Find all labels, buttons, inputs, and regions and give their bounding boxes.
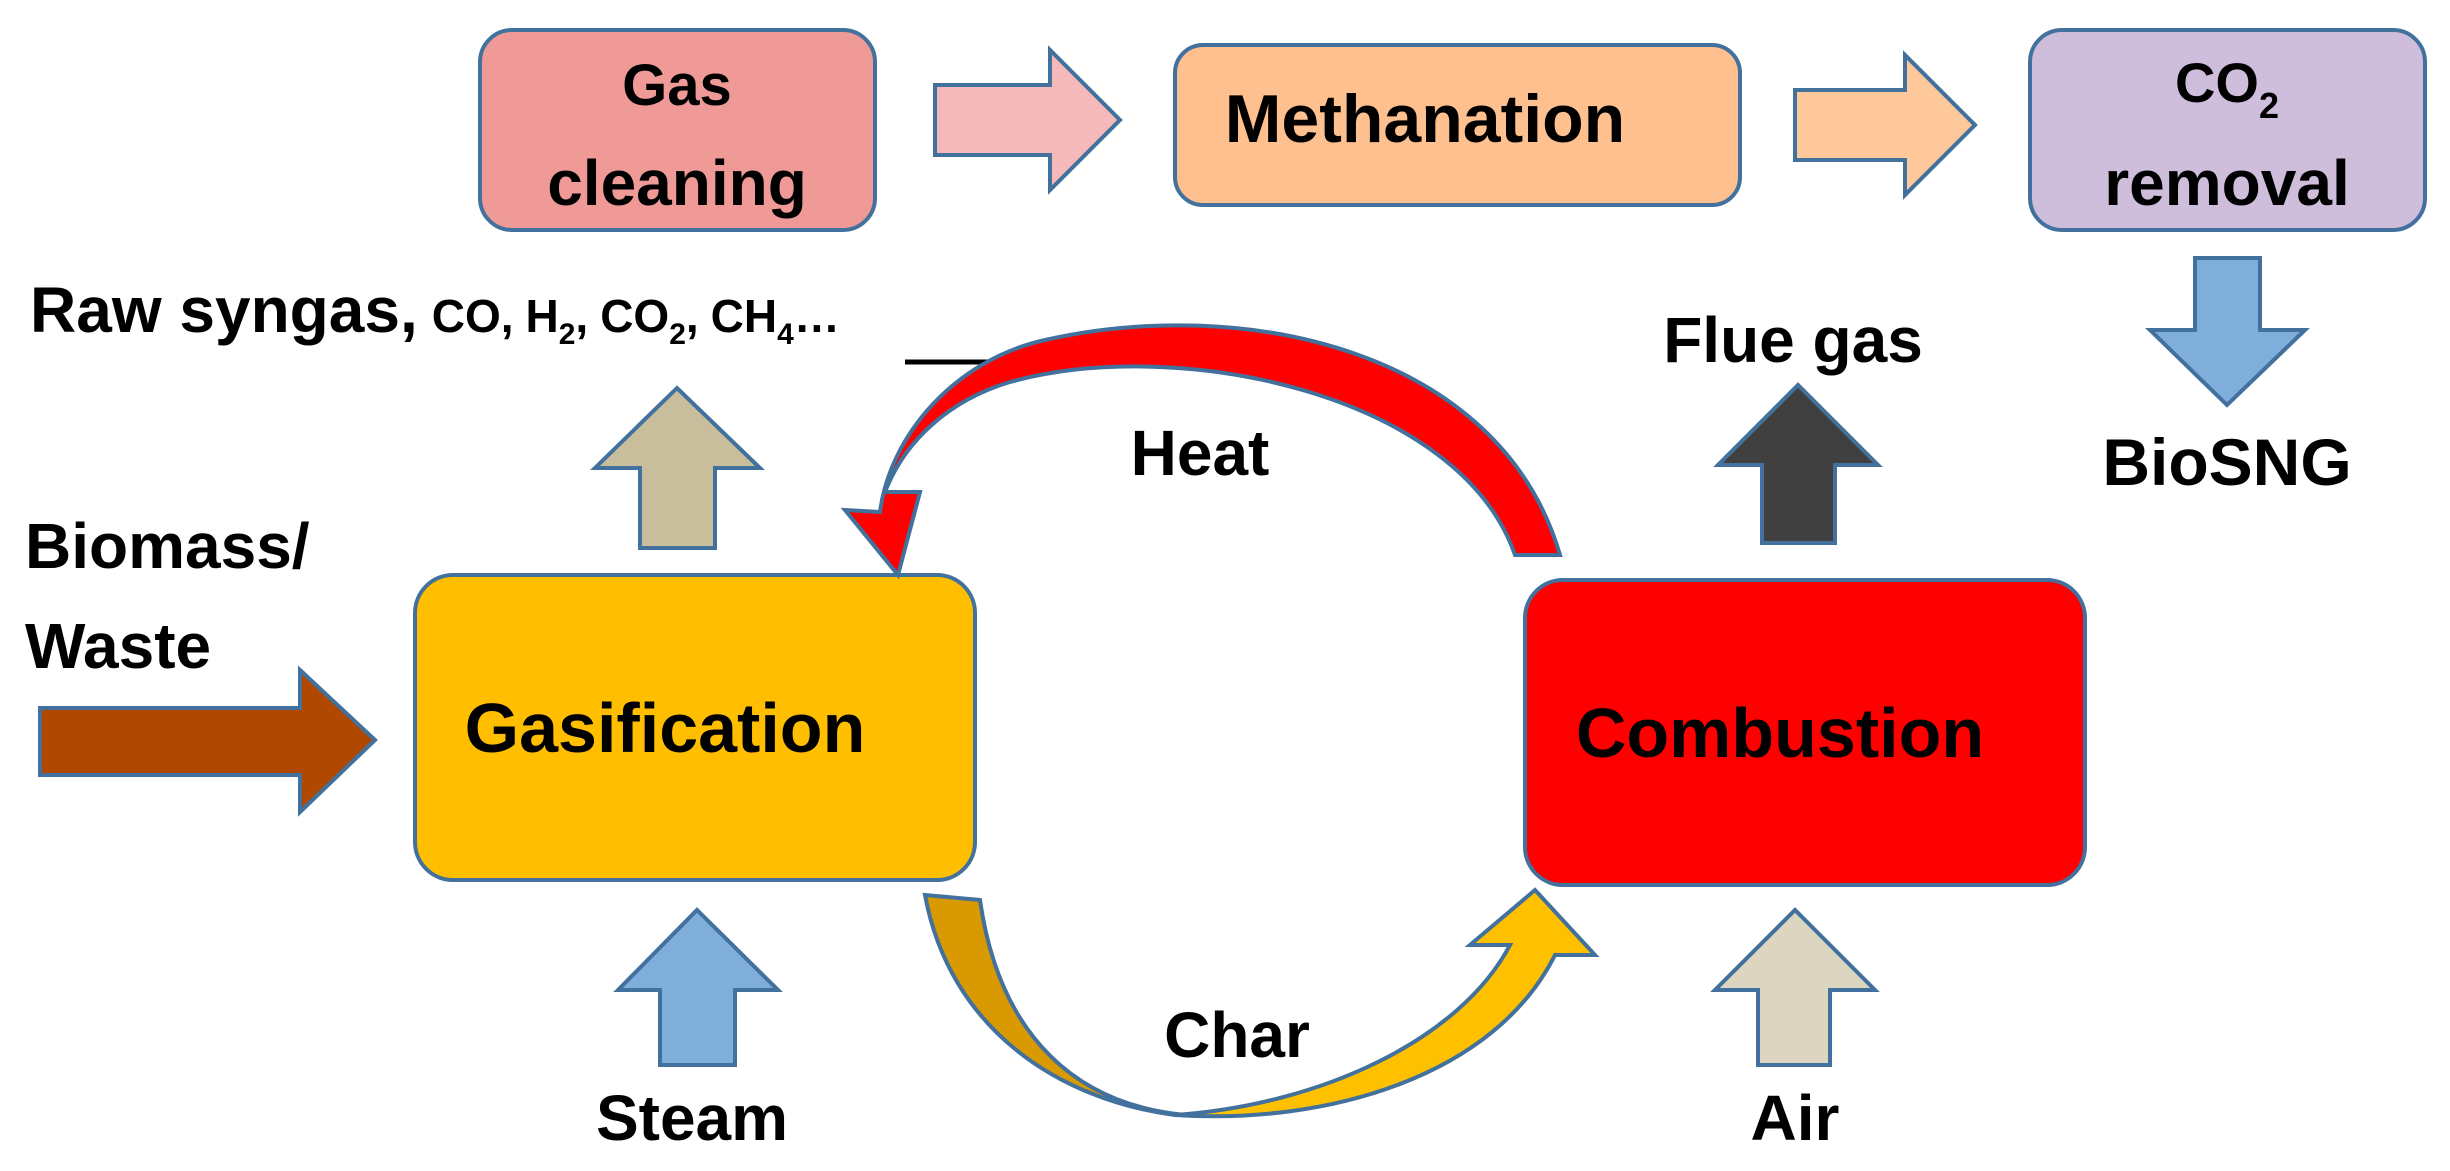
gasification-box xyxy=(413,573,977,882)
co2-removal-label-line1: CO2 xyxy=(2175,51,2279,126)
raw-syngas-label: Raw syngas,CO,H2,CO2,CH4… xyxy=(30,274,840,351)
arrow-to-biosng xyxy=(2145,256,2310,408)
gas-cleaning-label-line2: cleaning xyxy=(547,147,807,219)
arrow-biomass-input xyxy=(38,665,378,817)
methanation-label: Methanation xyxy=(1225,81,1625,157)
arrow-gasification-to-syngas xyxy=(590,385,765,550)
heat-arc-arrow xyxy=(840,323,1563,580)
arrow-air-input xyxy=(1710,907,1880,1067)
gasification-label: Gasification xyxy=(465,689,866,767)
arrow-steam-input xyxy=(613,907,783,1067)
char-arc-right xyxy=(1174,887,1600,1119)
gas-cleaning-label-line1: Gas xyxy=(622,53,732,118)
biomass-label-line1: Biomass/ xyxy=(25,510,310,582)
char-label: Char xyxy=(1164,999,1310,1071)
arrow-combustion-to-fluegas xyxy=(1713,382,1883,545)
combustion-label: Combustion xyxy=(1576,694,1984,772)
air-label: Air xyxy=(1751,1082,1840,1154)
heat-label: Heat xyxy=(1131,417,1270,489)
co2-removal-label-line2: removal xyxy=(2104,147,2349,219)
steam-label: Steam xyxy=(596,1082,788,1154)
biomass-label-line2: Waste xyxy=(25,610,211,682)
co2-removal-box xyxy=(2028,28,2427,232)
biosng-label: BioSNG xyxy=(2102,425,2351,499)
arrow-methanation-to-co2 xyxy=(1793,50,1978,200)
arrow-gascleaning-to-methanation xyxy=(933,45,1123,195)
methanation-box xyxy=(1173,43,1742,207)
gas-cleaning-box xyxy=(478,28,877,232)
char-arc-left xyxy=(922,892,1186,1117)
flue-gas-label: Flue gas xyxy=(1663,304,1923,376)
combustion-box xyxy=(1523,578,2087,887)
